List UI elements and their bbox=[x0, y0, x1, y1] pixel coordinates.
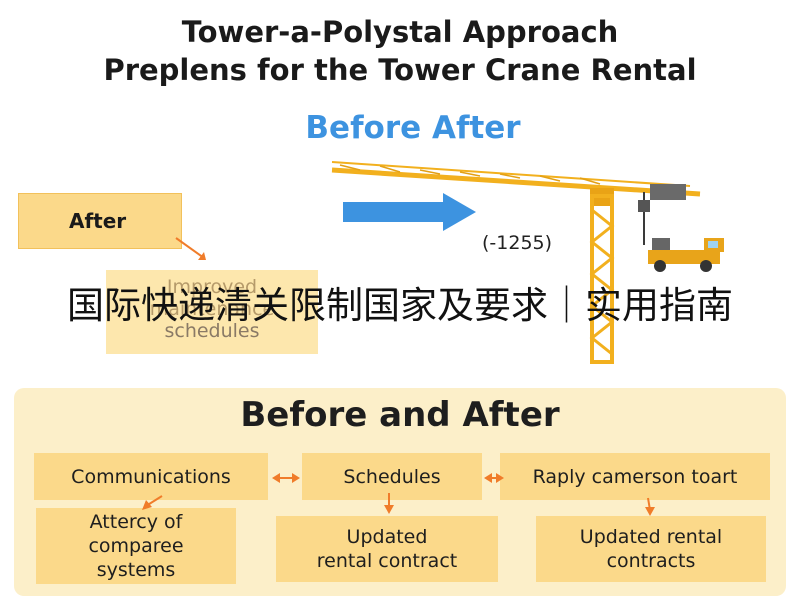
subtitle-before-after: Before After bbox=[305, 110, 521, 146]
title-line-1: Tower-a-Polystal Approach bbox=[181, 15, 619, 49]
truck-icon bbox=[648, 238, 724, 272]
node-updated-rental-contracts: Updated rental contracts bbox=[536, 516, 766, 582]
node-rental2-line-2: contracts bbox=[606, 550, 696, 572]
tower-crane-icon bbox=[331, 161, 701, 364]
improved-box-line-2: maintenance bbox=[149, 298, 275, 320]
node-raply-label: Raply camerson toart bbox=[532, 465, 738, 488]
node-communications: Communications bbox=[34, 453, 268, 500]
node-attercy-line-1: Attercy of bbox=[89, 511, 183, 533]
panel-title: Before and After bbox=[240, 395, 560, 435]
improved-box-line-3: schedules bbox=[164, 320, 260, 342]
after-box: After bbox=[18, 193, 182, 249]
title-line-2: Preplens for the Tower Crane Rental bbox=[103, 53, 697, 87]
overlay-caption: 国际快递清关限制国家及要求｜实用指南 bbox=[67, 284, 733, 327]
node-rental1-line-1: Updated bbox=[346, 526, 428, 548]
node-attercy-line-3: systems bbox=[96, 559, 176, 581]
node-attercy-line-2: comparee bbox=[88, 535, 184, 557]
after-box-label: After bbox=[69, 209, 127, 233]
node-attercy-of-comparee-systems: Attercy of comparee systems bbox=[36, 508, 236, 584]
improved-schedules-box: Improved maintenance schedules bbox=[106, 270, 318, 354]
double-arrow-icon bbox=[272, 473, 300, 483]
right-arrow-icon bbox=[343, 193, 476, 231]
improved-box-line-1: Improved bbox=[166, 276, 258, 298]
node-raply-camerson-toart: Raply camerson toart bbox=[500, 453, 770, 500]
ratio-label: (-1255) bbox=[482, 232, 553, 254]
node-schedules-label: Schedules bbox=[343, 465, 441, 488]
node-rental2-line-1: Updated rental bbox=[579, 526, 723, 548]
node-communications-label: Communications bbox=[71, 465, 231, 488]
node-schedules: Schedules bbox=[302, 453, 482, 500]
after-arrow-icon bbox=[175, 237, 205, 259]
down-arrow-icon bbox=[142, 495, 163, 510]
double-arrow-icon bbox=[484, 473, 504, 483]
node-updated-rental-contract: Updated rental contract bbox=[276, 516, 498, 582]
down-arrow-icon bbox=[645, 497, 655, 516]
down-arrow-icon bbox=[384, 493, 394, 514]
node-rental1-line-2: rental contract bbox=[316, 550, 458, 572]
